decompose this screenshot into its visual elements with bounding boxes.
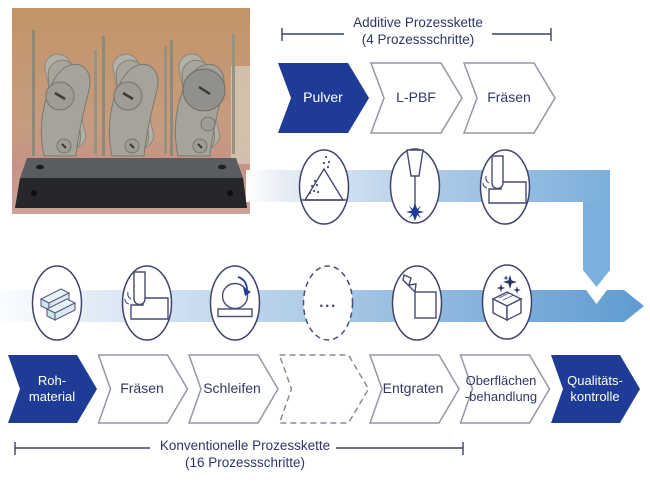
- powder-icon: [298, 149, 350, 225]
- grinding-icon: [209, 265, 261, 341]
- laser-icon: [389, 148, 441, 224]
- step-arrow-schleifen: [187, 354, 279, 424]
- milling-icon: [479, 149, 531, 225]
- deburring-icon: [391, 265, 443, 341]
- step-arrow-fraesen-top: [462, 62, 556, 134]
- step-arrow-entgraten: [368, 354, 460, 424]
- step-arrow-lpbf: [369, 62, 463, 134]
- ellipsis-icon: [302, 265, 354, 341]
- step-arrow-fraesen: [97, 354, 189, 424]
- conventional-bracket: [14, 442, 464, 455]
- step-arrow-placeholder: [278, 354, 370, 424]
- am-parts-photo: [12, 8, 250, 214]
- step-arrow-rohmaterial: [8, 355, 97, 423]
- raw-material-icon: [31, 265, 83, 341]
- additive-bracket: [281, 28, 552, 41]
- step-arrow-qualitaetskontrolle: [551, 355, 640, 423]
- surface-treatment-icon: [481, 264, 533, 340]
- additive-process-icons: [298, 148, 531, 225]
- milling-icon: [121, 265, 173, 341]
- conventional-process-icons: [31, 264, 533, 341]
- step-arrow-oberflaechenbehandlung: [459, 354, 551, 424]
- printed-lever-parts: [32, 30, 235, 157]
- additive-step-arrows: [278, 62, 556, 134]
- conventional-step-arrows: [8, 354, 640, 424]
- step-arrow-pulver: [278, 63, 369, 133]
